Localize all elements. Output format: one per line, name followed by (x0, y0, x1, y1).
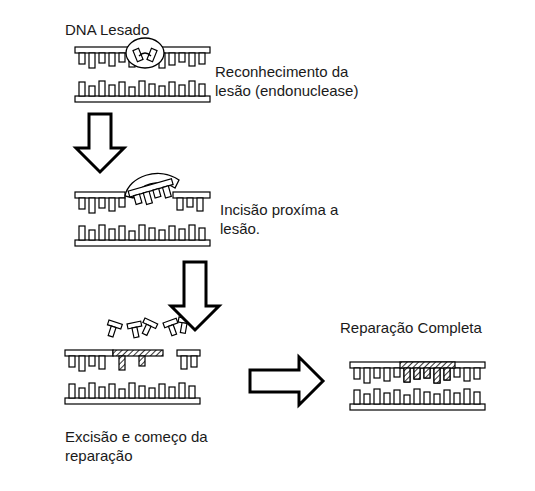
stage-heading: DNA Lesado (65, 20, 265, 39)
stage-caption: Reconhecimento da lesão (endonuclease) (215, 62, 380, 100)
stage-caption: Excisão e começo da reparação (65, 427, 225, 465)
stage-caption: Reparação Completa (340, 318, 510, 337)
stage-node: Excisão e começo da reparação (60, 335, 220, 475)
excised-dna (65, 317, 200, 371)
stage-node: Reparação Completa (335, 315, 505, 415)
stage-node: DNA LesadoReconhecimento da lesão (endon… (60, 18, 395, 106)
incised-dna (75, 173, 210, 213)
stage-caption: Incisão proxíma a lesão. (220, 200, 365, 238)
endonuclease (125, 173, 179, 198)
stage-node: Incisão proxíma a lesão. (70, 178, 410, 250)
dna-bottom-strand (65, 383, 200, 404)
repaired-dna (350, 362, 485, 383)
block-arrow (76, 114, 124, 172)
dna-bottom-strand (75, 225, 210, 246)
damaged-dna (75, 38, 210, 102)
block-arrow (171, 262, 219, 330)
lesion-bulge (126, 38, 164, 68)
block-arrow (250, 357, 323, 405)
excised-fragments (104, 317, 192, 339)
dna-bottom-strand (350, 389, 485, 410)
dna-bottom-strand (75, 81, 210, 102)
